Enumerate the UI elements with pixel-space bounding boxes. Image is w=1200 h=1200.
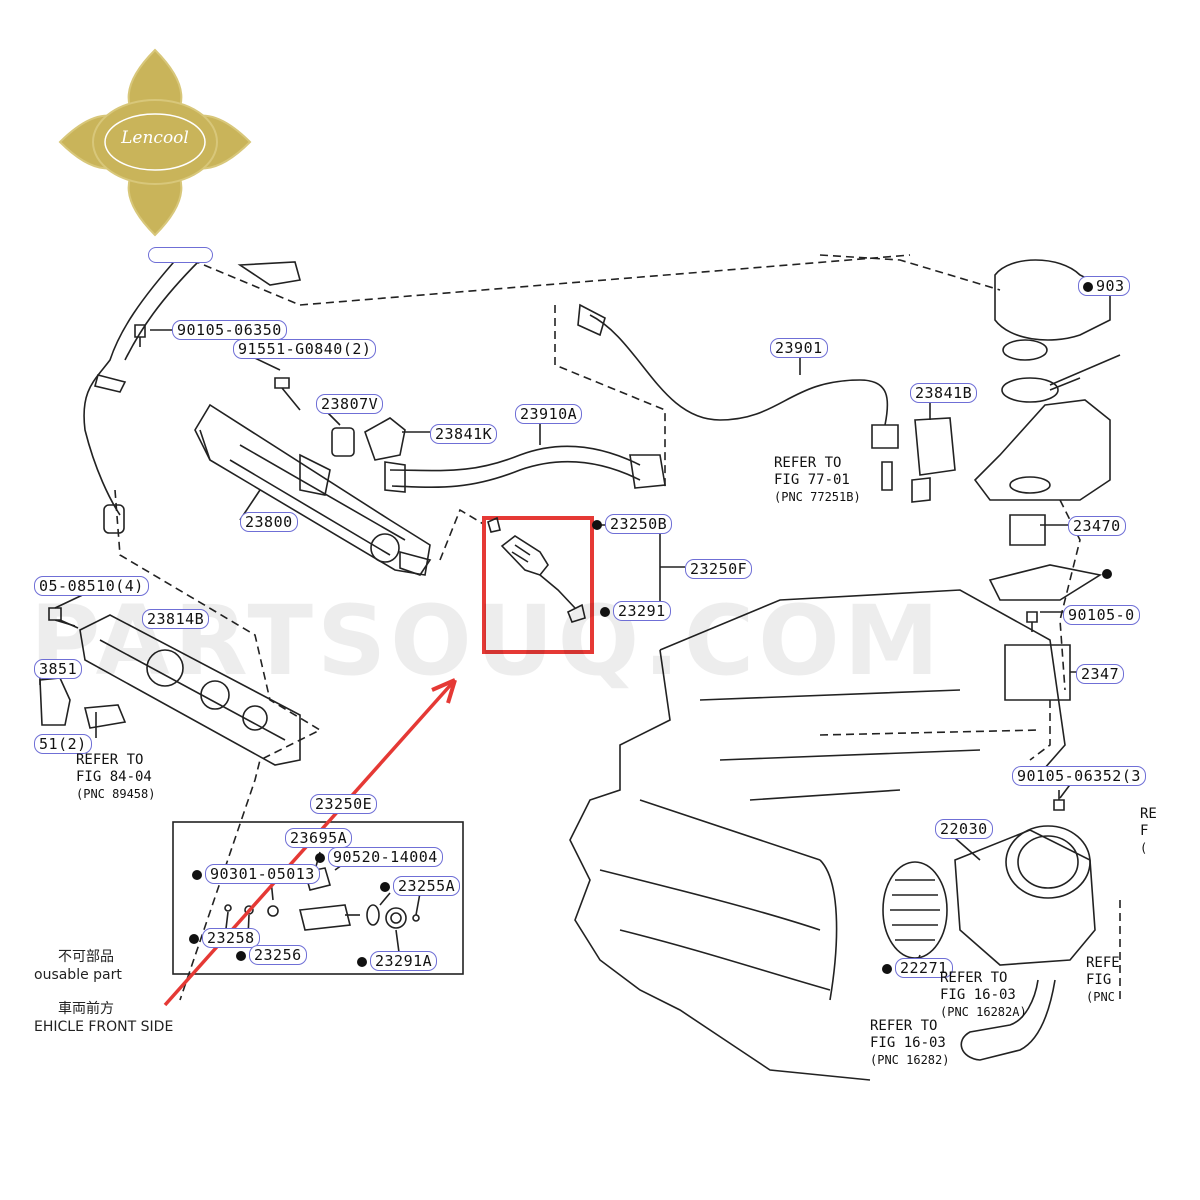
part-label-23250B[interactable]: 23250B — [592, 514, 673, 534]
refer-note-right-edge-1[interactable]: RE F ( — [1140, 806, 1157, 855]
part-label-top-cut[interactable] — [148, 247, 213, 263]
part-label-23250E[interactable]: 23250E — [310, 794, 378, 814]
non-reusable-dot — [315, 853, 325, 863]
part-label-23256[interactable]: 23256 — [236, 945, 307, 965]
part-label-903[interactable]: 903 — [1078, 276, 1130, 296]
part-label-23800[interactable]: 23800 — [240, 512, 298, 532]
part-label-23250F[interactable]: 23250F — [685, 559, 753, 579]
non-reusable-dot — [357, 957, 367, 967]
part-label-90301-05013[interactable]: 90301-05013 — [192, 864, 320, 884]
part-label-91551-G0840[interactable]: 91551-G0840(2) — [233, 339, 377, 359]
non-reusable-dot — [380, 882, 390, 892]
part-label-23841K[interactable]: 23841K — [430, 424, 498, 444]
non-reusable-dot — [592, 520, 602, 530]
part-label-23807V[interactable]: 23807V — [316, 394, 384, 414]
lencool-logo — [58, 48, 252, 237]
legend-non-reusable: 不可部品 ousable part — [34, 949, 122, 983]
refer-note-fig-16-03[interactable]: REFER TO FIG 16-03 (PNC 16282) — [870, 1018, 950, 1067]
non-reusable-dot — [1083, 282, 1093, 292]
non-reusable-dot — [882, 964, 892, 974]
part-label-23814B[interactable]: 23814B — [142, 609, 210, 629]
part-label-90105-06352[interactable]: 90105-06352(3 — [1012, 766, 1146, 786]
non-reusable-dot — [192, 870, 202, 880]
part-label-23291[interactable]: 23291 — [600, 601, 671, 621]
non-reusable-dot — [600, 607, 610, 617]
part-label-2347[interactable]: 2347 — [1076, 664, 1125, 684]
part-label-23695A[interactable]: 23695A — [285, 828, 353, 848]
refer-note-fig-84-04[interactable]: REFER TO FIG 84-04 (PNC 89458) — [76, 752, 156, 801]
part-dot-right-edge — [1102, 566, 1115, 583]
legend-vehicle-front: 車両前方 EHICLE FRONT SIDE — [34, 1001, 174, 1035]
part-label-90105-0[interactable]: 90105-0 — [1063, 605, 1140, 625]
non-reusable-dot — [236, 951, 246, 961]
refer-note-right-edge-2[interactable]: REFE FIG (PNC — [1086, 955, 1120, 1004]
refer-note-fig-77-01[interactable]: REFER TO FIG 77-01 (PNC 77251B) — [774, 455, 861, 504]
part-label-23910A[interactable]: 23910A — [515, 404, 583, 424]
part-label-23255A[interactable]: 23255A — [380, 876, 461, 896]
part-label-23901[interactable]: 23901 — [770, 338, 828, 358]
part-label-90105-06350[interactable]: 90105-06350 — [172, 320, 287, 340]
part-label-23841B[interactable]: 23841B — [910, 383, 978, 403]
part-label-90520-14004[interactable]: 90520-14004 — [315, 847, 443, 867]
part-label-23258[interactable]: 23258 — [189, 928, 260, 948]
part-label-23291A[interactable]: 23291A — [357, 951, 438, 971]
part-label-22271[interactable]: 22271 — [882, 958, 953, 978]
refer-note-fig-16-03a[interactable]: REFER TO FIG 16-03 (PNC 16282A) — [940, 970, 1027, 1019]
part-label-23470[interactable]: 23470 — [1068, 516, 1126, 536]
part-label-22030[interactable]: 22030 — [935, 819, 993, 839]
part-label-3851[interactable]: 3851 — [34, 659, 83, 679]
logo-text: Lencool — [121, 128, 189, 148]
part-label-51-2[interactable]: 51(2) — [34, 734, 92, 754]
part-label-05-08510[interactable]: 05-08510(4) — [34, 576, 149, 596]
non-reusable-dot — [189, 934, 199, 944]
